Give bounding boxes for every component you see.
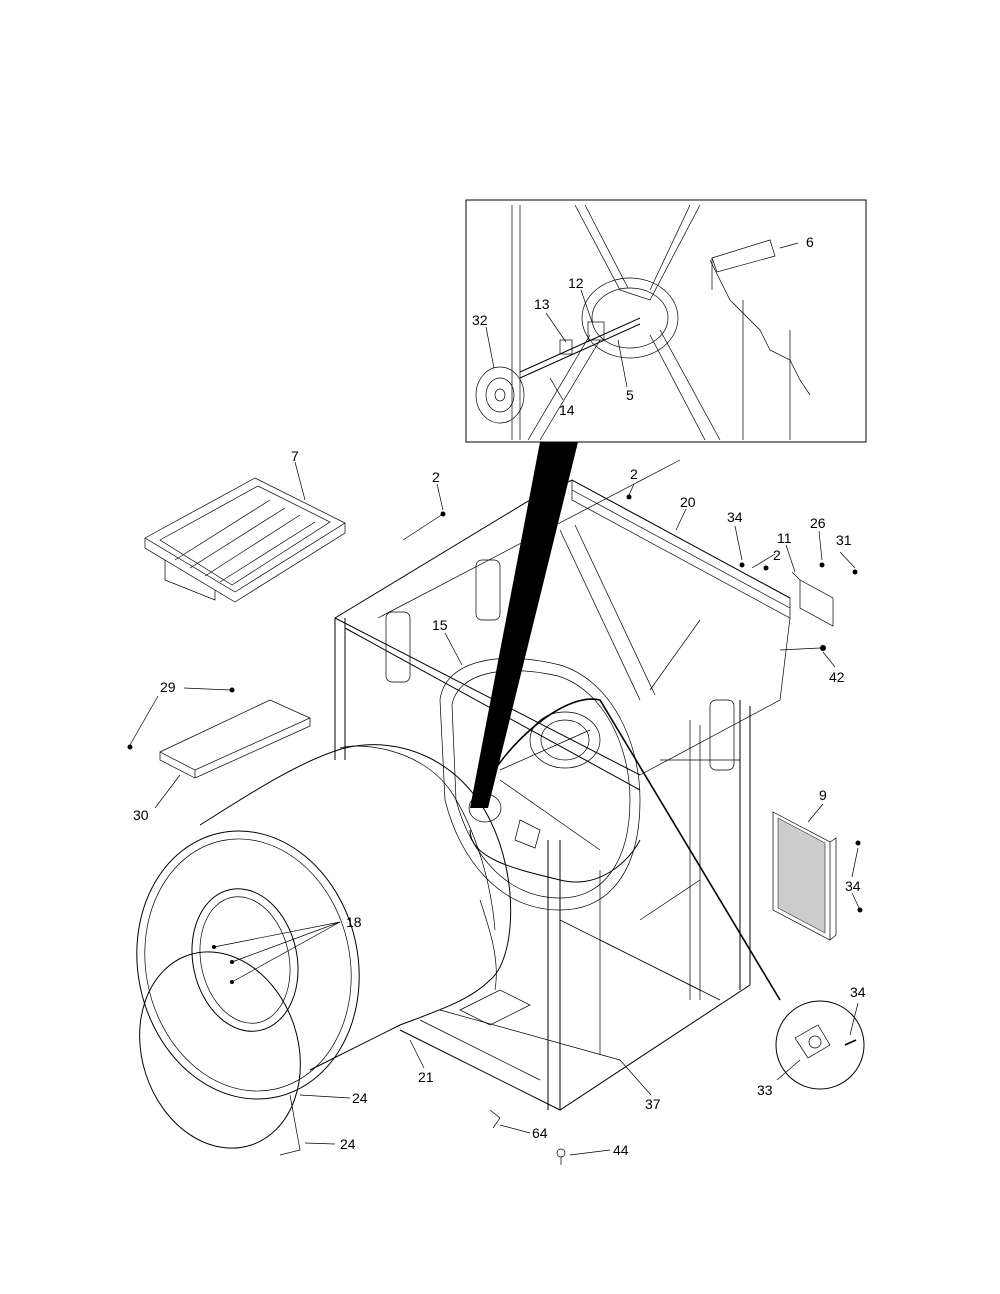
label-24-upper: 24: [352, 1090, 368, 1106]
label-6: 6: [806, 234, 814, 250]
label-2-right: 2: [773, 547, 781, 563]
label-64: 64: [532, 1125, 548, 1141]
label-29: 29: [160, 679, 176, 695]
label-14: 14: [559, 402, 575, 418]
label-21: 21: [418, 1069, 434, 1085]
label-24-lower: 24: [340, 1136, 356, 1152]
detail-inset: [465, 199, 867, 443]
label-33: 33: [757, 1082, 773, 1098]
callout-wedge: [470, 442, 578, 808]
label-42: 42: [829, 669, 845, 685]
drum-cylinder: [136, 744, 512, 1156]
drive-belt: [469, 698, 781, 1001]
inset-frame: [465, 199, 867, 443]
label-18: 18: [346, 914, 362, 930]
label-9: 9: [819, 787, 827, 803]
label-5: 5: [626, 387, 634, 403]
cabinet-frame: [334, 459, 791, 1111]
part-9-vent-grille: [772, 811, 837, 941]
label-7: 7: [291, 448, 299, 464]
label-2-top-left: 2: [432, 469, 440, 485]
label-11: 11: [777, 530, 792, 546]
label-34-grille: 34: [845, 878, 861, 894]
label-34-idler: 34: [850, 984, 866, 1000]
leader-lines: [129, 461, 861, 1156]
label-30: 30: [133, 807, 149, 823]
label-15: 15: [432, 617, 448, 633]
part-labels: 6 12 13 32 14 5 7 2 2 20 34 2 26 11 31 4…: [133, 234, 866, 1158]
part-7-screen-tray: [144, 477, 346, 603]
label-13: 13: [534, 296, 550, 312]
label-12: 12: [568, 275, 584, 291]
label-2-top: 2: [630, 466, 638, 482]
label-32: 32: [472, 312, 488, 328]
part-30-toe-kick: [127, 687, 311, 779]
part-11-bracket: [791, 571, 834, 627]
label-34-top: 34: [727, 509, 743, 525]
part-15-rear-bulkhead: [439, 658, 641, 911]
label-44: 44: [613, 1142, 629, 1158]
label-31: 31: [836, 532, 852, 548]
hardware-screws: [440, 494, 863, 1165]
label-37: 37: [645, 1096, 661, 1112]
idler-detail-circle: [775, 1000, 865, 1090]
label-20: 20: [680, 494, 696, 510]
label-26: 26: [810, 515, 826, 531]
